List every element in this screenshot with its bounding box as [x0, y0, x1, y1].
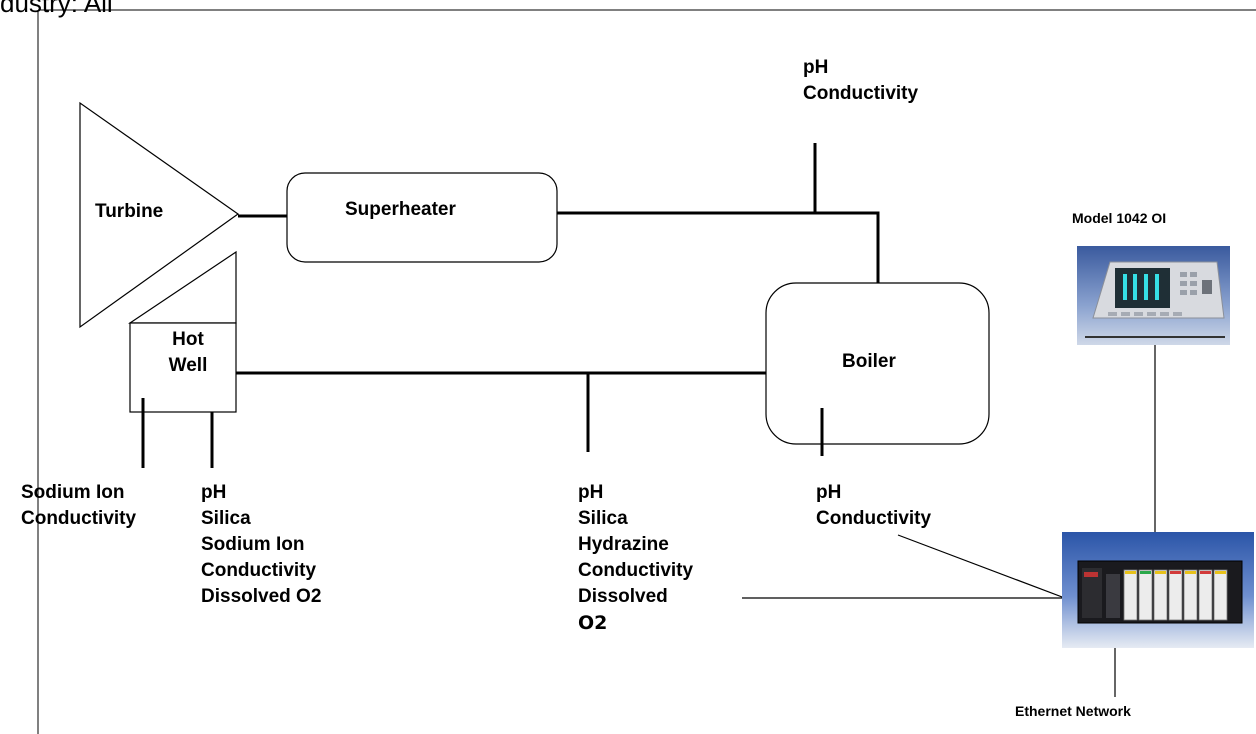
probe-item: Dissolved — [578, 586, 668, 607]
turbine-name: Turbine — [95, 201, 164, 222]
probe-item: Sodium Ion — [201, 534, 305, 555]
steam-probe-list: pH Conductivity — [803, 55, 918, 107]
probe-item: pH — [803, 57, 829, 78]
probe-item: pH — [201, 482, 227, 503]
probe-item: Conductivity — [803, 83, 919, 104]
probe-item: Silica — [578, 508, 628, 529]
boiler-probe-list: pH Conductivity — [816, 480, 931, 532]
probe-item: Silica — [201, 508, 251, 529]
feedwater-probe-list: pH Silica Hydrazine Conductivity Dissolv… — [578, 480, 693, 636]
hot-well-shape — [129, 322, 237, 413]
superheater-name: Superheater — [345, 199, 456, 220]
slide-heading: dustry: All — [0, 0, 113, 18]
boiler-label: Boiler — [842, 349, 896, 375]
probe-item: Conductivity — [201, 560, 317, 581]
turbine-label: Turbine — [95, 199, 163, 225]
network-label: Ethernet Network — [1015, 702, 1131, 720]
probe-item: Dissolved O2 — [201, 586, 322, 607]
probe-item: O2 — [578, 612, 608, 634]
probe-item: pH — [578, 482, 604, 503]
probe-item: Conductivity — [578, 560, 694, 581]
hotwell-left-probe-list: Sodium Ion Conductivity — [21, 480, 136, 532]
operator-interface-picture — [1077, 246, 1230, 345]
probe-item: Conductivity — [21, 508, 137, 529]
boiler-signal-wire — [897, 534, 1079, 604]
probe-item: Sodium Ion — [21, 482, 125, 503]
hot-well-line-2: Well — [168, 355, 208, 376]
hot-well-line-1: Hot — [172, 329, 204, 350]
turbine-shape — [79, 101, 240, 329]
hotwell-right-probe-list: pH Silica Sodium Ion Conductivity Dissol… — [201, 480, 321, 610]
hot-well-label: Hot Well — [158, 327, 218, 379]
network-name: Ethernet Network — [1015, 703, 1131, 719]
operator-interface-label: Model 1042 OI — [1072, 209, 1166, 227]
operator-interface-name: Model 1042 OI — [1072, 210, 1167, 226]
probe-item: Conductivity — [816, 508, 932, 529]
probe-item: Hydrazine — [578, 534, 669, 555]
probe-item: pH — [816, 482, 842, 503]
controller-rack-picture — [1062, 532, 1254, 648]
pipe-superheater-boiler — [557, 211, 880, 283]
boiler-name: Boiler — [842, 351, 896, 372]
superheater-label: Superheater — [345, 197, 456, 223]
